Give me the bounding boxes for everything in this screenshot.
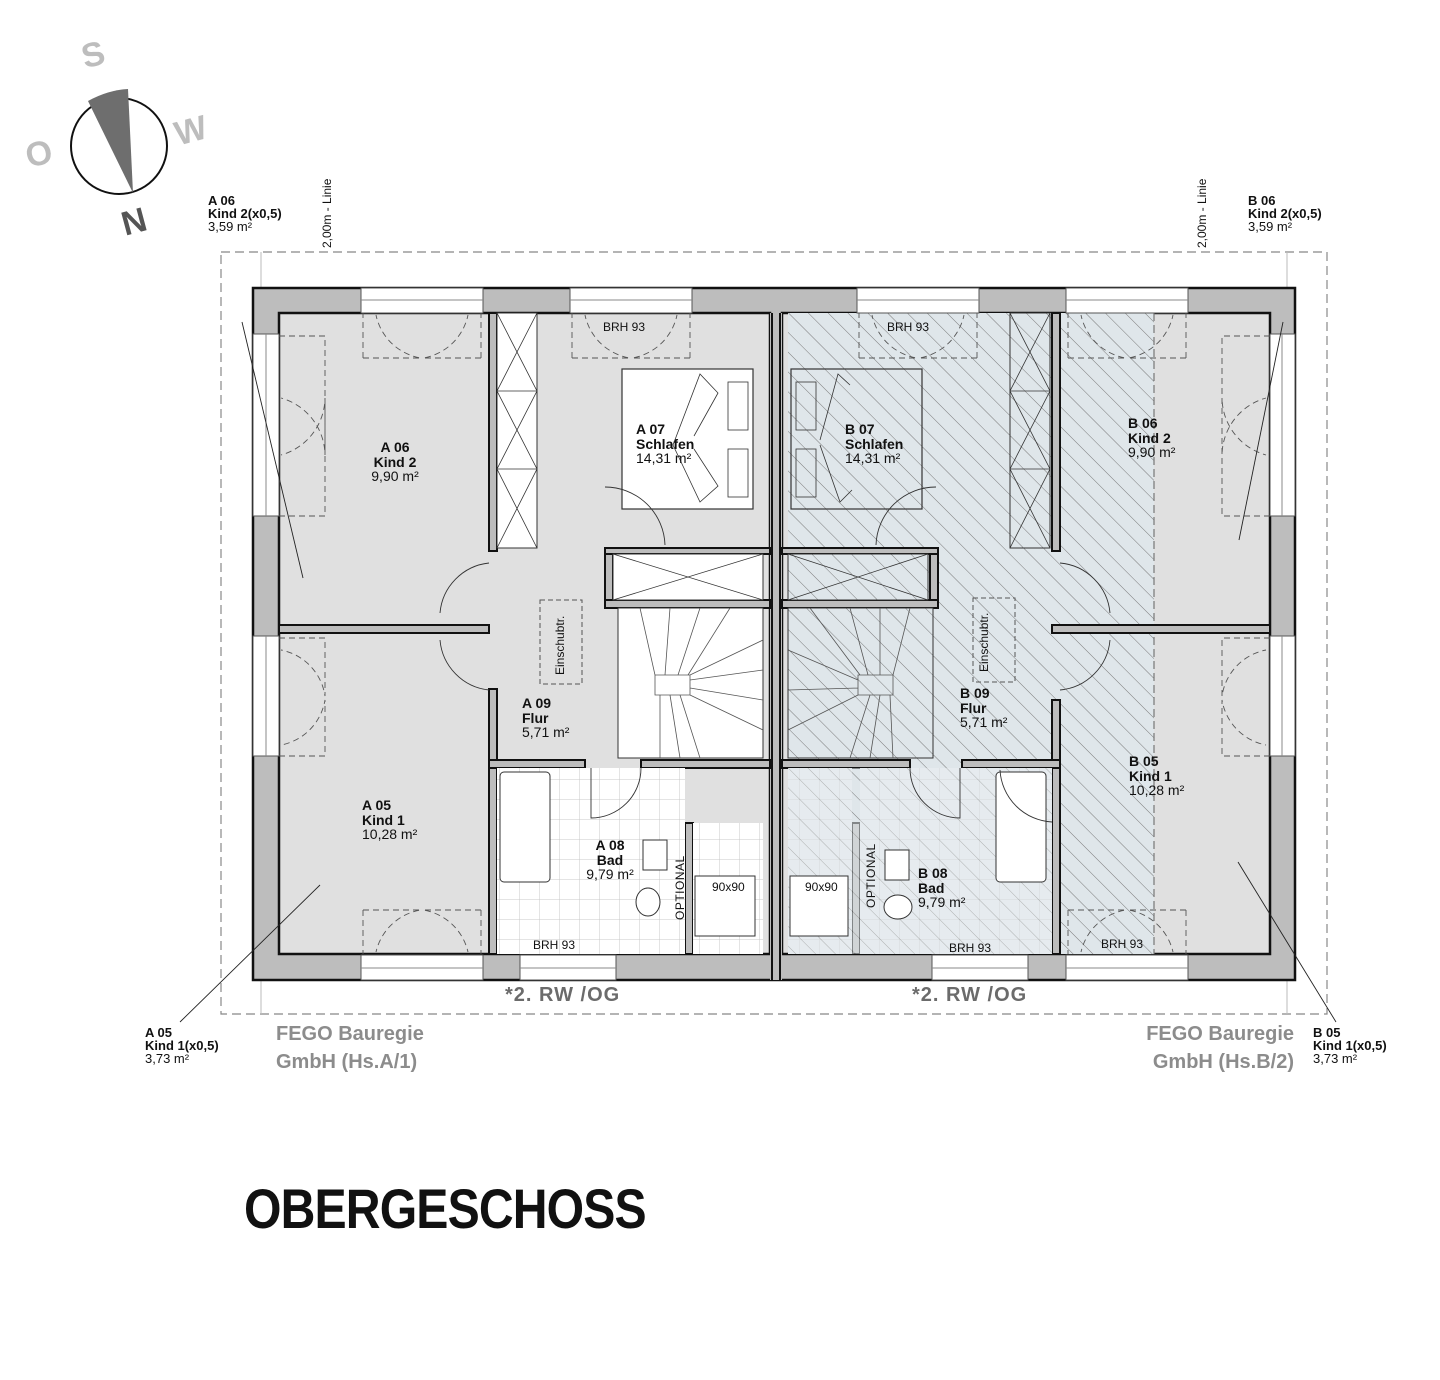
ext-label-a06: A 06 Kind 2(x0,5) 3,59 m² bbox=[208, 193, 282, 234]
room-b08: B 08 Bad 9,79 m² bbox=[918, 865, 966, 911]
room-a08: A 08 Bad 9,79 m² bbox=[586, 837, 634, 883]
shower-size-b: 90x90 bbox=[805, 880, 838, 894]
line-label-a: 2,00m - Linie bbox=[320, 178, 334, 248]
room-b07: B 07 Schlafen 14,31 m² bbox=[845, 421, 904, 467]
page-title: OBERGESCHOSS bbox=[244, 1177, 647, 1240]
brh-label-a08: BRH 93 bbox=[533, 938, 576, 952]
company-label-b: FEGO Bauregie GmbH (Hs.B/2) bbox=[1146, 1023, 1294, 1073]
room-a07: A 07 Schlafen 14,31 m² bbox=[636, 421, 695, 467]
room-b05: B 05 Kind 1 10,28 m² bbox=[1129, 753, 1185, 799]
company-label-a: FEGO Bauregie GmbH (Hs.A/1) bbox=[276, 1023, 424, 1073]
ext-label-b05: B 05 Kind 1(x0,5) 3,73 m² bbox=[1313, 1025, 1387, 1066]
line-label-b: 2,00m - Linie bbox=[1195, 178, 1209, 248]
room-b09: B 09 Flur 5,71 m² bbox=[960, 685, 1008, 731]
rw-label-a: *2. RW /OG bbox=[505, 984, 621, 1006]
rw-label-b: *2. RW /OG bbox=[912, 984, 1028, 1006]
optional-label-b: OPTIONAL bbox=[864, 843, 878, 908]
brh-label-b05: BRH 93 bbox=[1101, 937, 1144, 951]
room-a09: A 09 Flur 5,71 m² bbox=[522, 695, 570, 741]
room-b06: B 06 Kind 2 9,90 m² bbox=[1128, 415, 1176, 461]
room-a06: A 06 Kind 2 9,90 m² bbox=[371, 439, 419, 485]
attic-ladder-label-a: Einschubtr. bbox=[553, 615, 567, 675]
brh-label-b08: BRH 93 bbox=[949, 941, 992, 955]
brh-label-b07: BRH 93 bbox=[887, 320, 930, 334]
attic-ladder-label-b: Einschubtr. bbox=[977, 612, 991, 672]
room-a05: A 05 Kind 1 10,28 m² bbox=[362, 797, 418, 843]
shower-size-a: 90x90 bbox=[712, 880, 745, 894]
ext-label-b06: B 06 Kind 2(x0,5) 3,59 m² bbox=[1248, 193, 1322, 234]
ext-label-a05: A 05 Kind 1(x0,5) 3,73 m² bbox=[145, 1025, 219, 1066]
compass-icon bbox=[70, 89, 168, 195]
brh-label-a07: BRH 93 bbox=[603, 320, 646, 334]
optional-label-a: OPTIONAL bbox=[673, 855, 687, 920]
